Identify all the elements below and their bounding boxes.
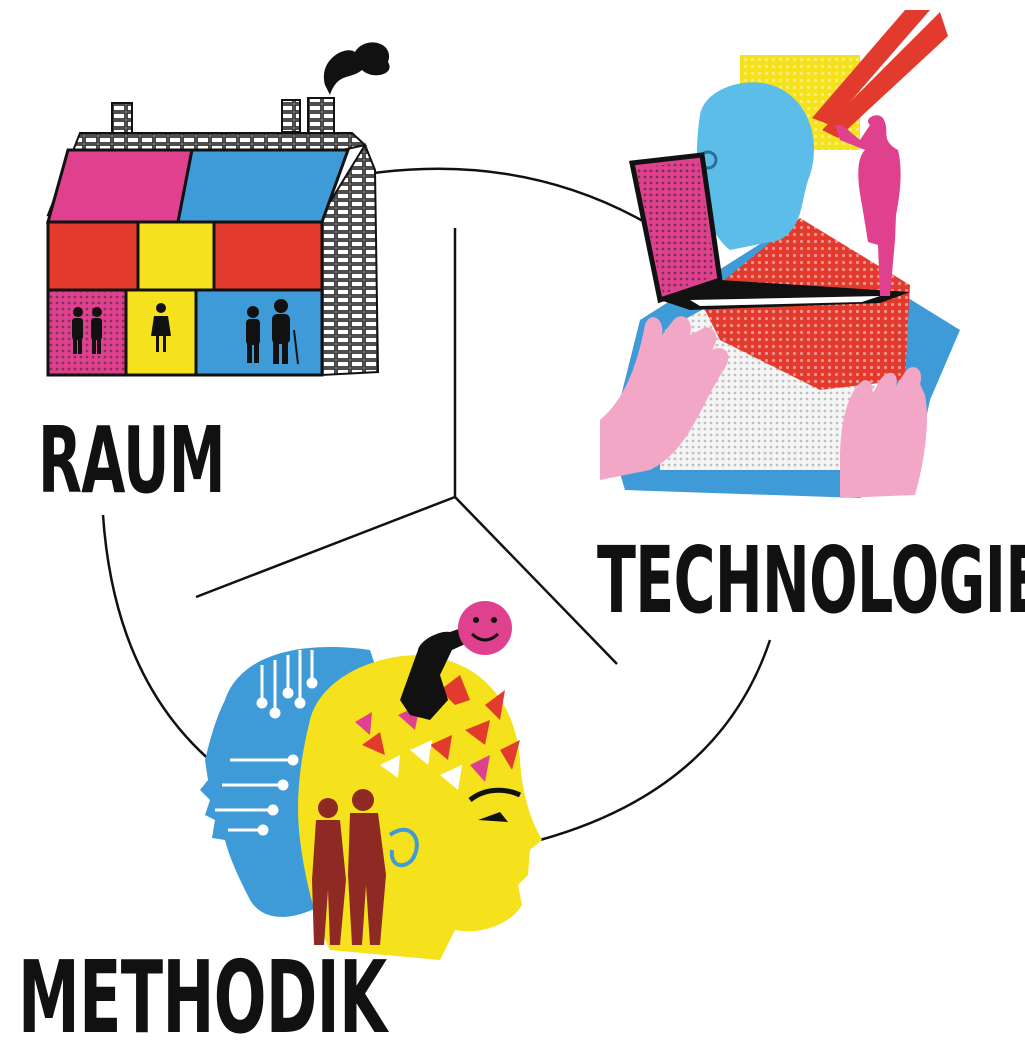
people-silhouettes [72,299,299,365]
divider-right [454,496,618,665]
roof-panel-blue [176,148,351,224]
heads-icon [200,601,542,960]
smiley-face [458,601,512,655]
house-chimney-right [307,97,335,135]
red-ray-1 [812,10,930,125]
red-ray-2 [822,12,948,138]
eye [478,812,508,822]
birds-white [380,740,462,790]
arc-house-to-laptop [359,167,651,227]
wall-red-left [46,220,140,292]
climbing-man [400,625,474,720]
house-chimney-left [111,102,133,134]
circuit-lines [215,650,318,836]
ear-swirl [388,827,419,868]
label-methodik: METHODIK [18,939,387,1056]
robot-laptop-icon [600,10,960,498]
house-icon [46,42,390,377]
house-smoke [323,42,390,95]
robot-head [696,82,814,250]
roof-panel-magenta [46,148,194,224]
birds [362,675,520,770]
divider-left [195,495,456,599]
cycle-lines [101,167,772,842]
arc-raum-to-heads [101,514,229,776]
eyebrow [468,787,522,803]
label-raum: RAUM [38,407,226,514]
label-technologie: TECHNOLOGIE [597,527,1025,634]
house-chimney-mid [281,99,301,133]
wall-red-right [212,220,324,292]
wall-yellow [136,220,216,292]
couple-silhouette [312,789,386,945]
hand-left [600,316,729,480]
hand-right [840,367,927,498]
presenter-woman [835,115,901,296]
arc-tech-to-heads [539,639,772,842]
